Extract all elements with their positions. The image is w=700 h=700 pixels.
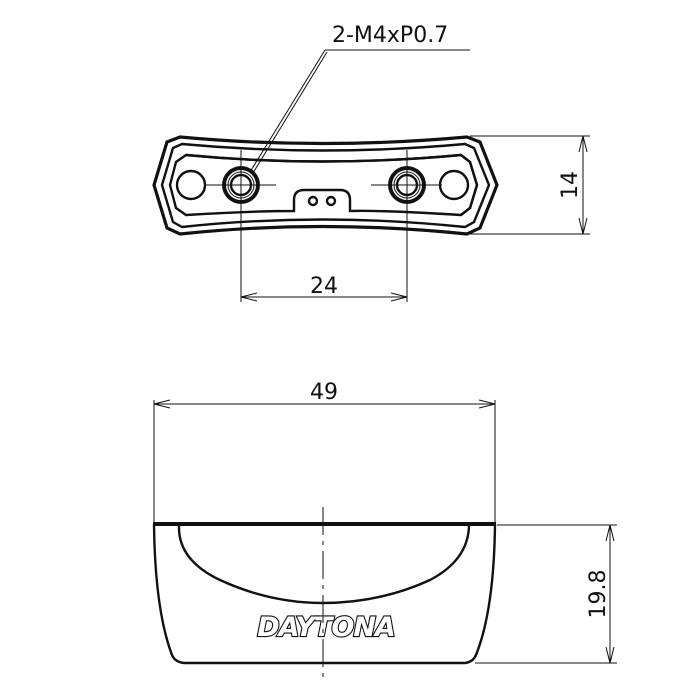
dimension-height-top: 14	[470, 135, 590, 235]
top-view	[152, 135, 499, 302]
thread-callout: 2-M4xP0.7	[249, 23, 470, 174]
leader-line-2	[252, 51, 328, 174]
thread-spec-label: 2-M4xP0.7	[332, 23, 448, 48]
dimension-overall-height: 19.8	[475, 524, 617, 664]
right-mount-hole	[438, 169, 470, 201]
dim-label-24: 24	[310, 274, 338, 299]
plate-outer-outline	[152, 135, 499, 236]
tab-hole-left	[307, 195, 319, 207]
dim-label-14: 14	[558, 171, 583, 199]
dim-label-49: 49	[310, 380, 338, 405]
tab-hole-right	[325, 195, 337, 207]
daytona-logo: DAYTONA	[257, 612, 395, 643]
plate-second-outline	[160, 142, 491, 229]
left-mount-hole	[175, 169, 207, 201]
leader-line	[249, 49, 326, 173]
dimension-overall-width: 49	[153, 380, 496, 522]
body-outline	[152, 523, 497, 665]
dimension-hole-spacing: 24	[240, 274, 408, 302]
body-inner-curve	[177, 525, 471, 605]
plate-inner-outline-main	[168, 153, 479, 217]
dim-label-19-8: 19.8	[586, 570, 611, 619]
front-view: 49 DAYTONA 19.8	[152, 380, 617, 678]
